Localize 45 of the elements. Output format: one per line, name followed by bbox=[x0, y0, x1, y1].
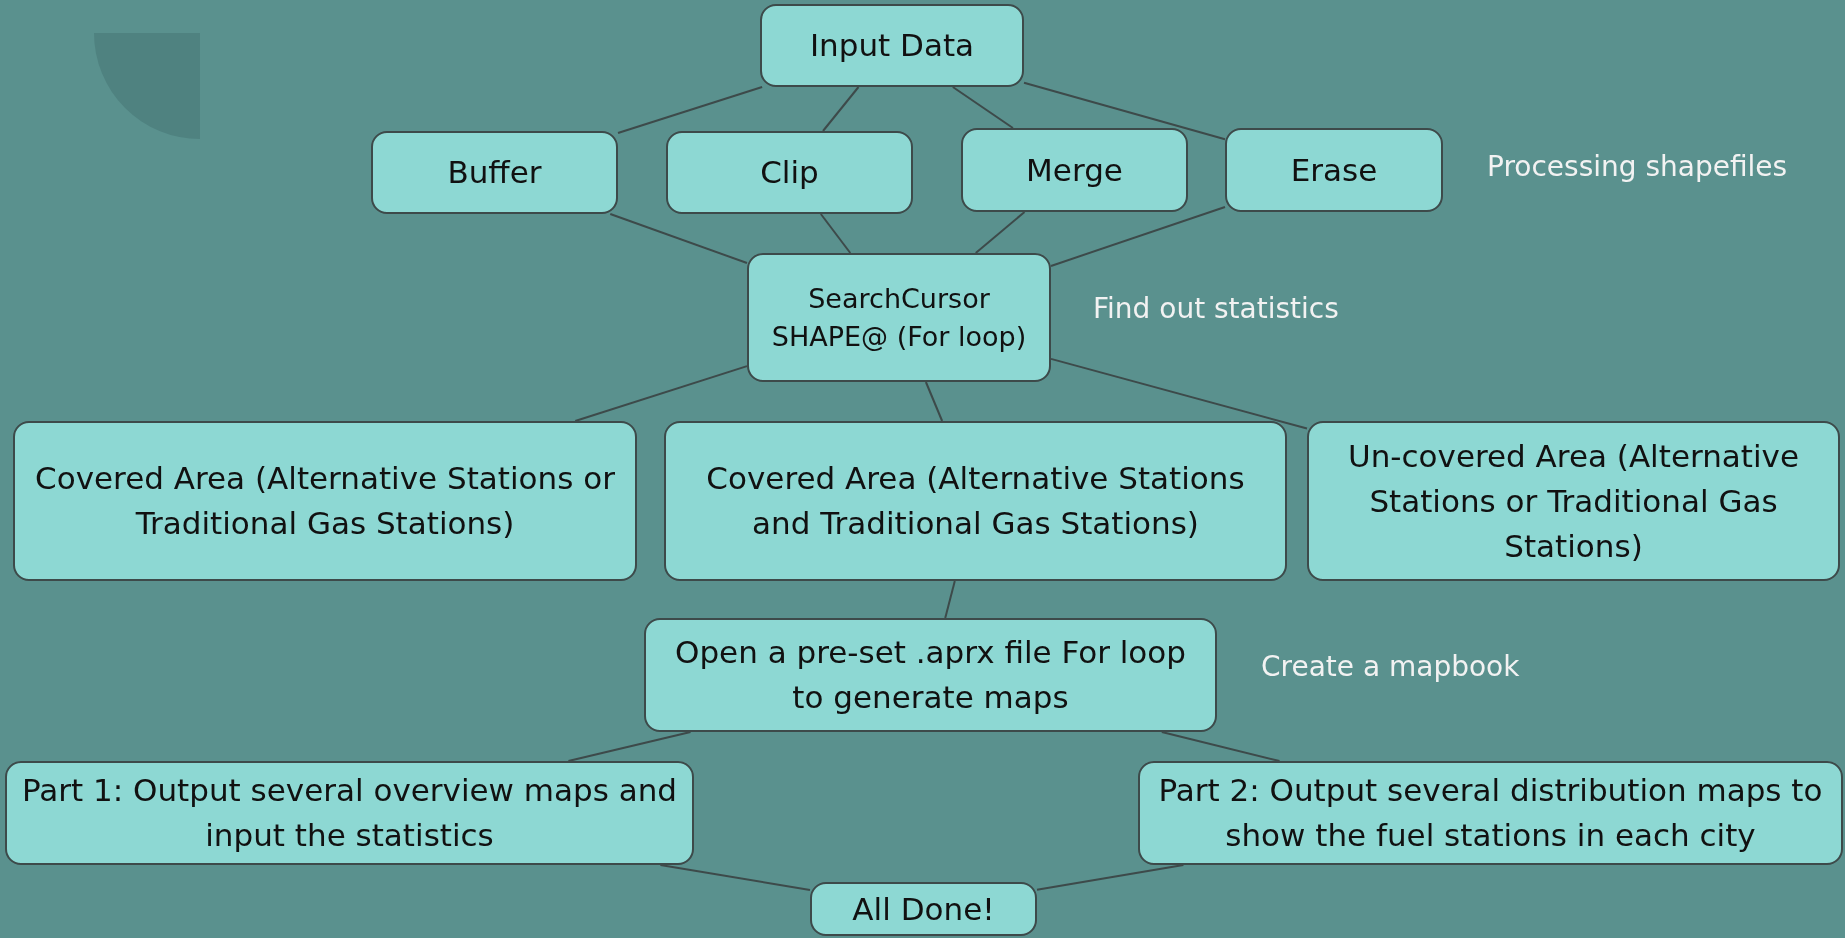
connector-line bbox=[659, 864, 811, 891]
annotation-text: Create a mapbook bbox=[1261, 650, 1520, 683]
box-text: Input Data bbox=[808, 26, 976, 65]
connector-line bbox=[924, 381, 944, 422]
process-box bbox=[13, 421, 637, 581]
box-text: Buffer bbox=[446, 153, 543, 192]
box-text: Un-covered Area (Alternative Stations or Traditional Gas Stations) bbox=[1347, 436, 1800, 566]
process-box bbox=[644, 618, 1217, 732]
annotation-text: Processing shapefiles bbox=[1487, 150, 1788, 183]
process-box bbox=[1138, 761, 1843, 865]
annotation-text: Find out statistics bbox=[1093, 292, 1339, 325]
connector-line bbox=[1050, 357, 1308, 430]
process-box bbox=[747, 253, 1051, 382]
box-text: Covered Area (Alternative Stations or Traditional Gas Stations) bbox=[34, 459, 616, 543]
connector-line bbox=[1036, 864, 1185, 891]
process-box bbox=[371, 131, 618, 214]
connector-line bbox=[1050, 205, 1226, 267]
process-box bbox=[961, 128, 1188, 212]
connector-line bbox=[951, 86, 1014, 129]
connector-line bbox=[574, 365, 748, 422]
process-box bbox=[5, 761, 694, 865]
process-box bbox=[1225, 128, 1443, 212]
connector-line bbox=[1160, 731, 1281, 762]
box-text: SearchCursor SHAPE@ (For loop) bbox=[770, 281, 1028, 354]
connector-line bbox=[822, 86, 860, 132]
process-box bbox=[664, 421, 1287, 581]
connector-line bbox=[567, 731, 692, 762]
box-text: Part 2: Output several distribution maps to show the fuel stations in each city bbox=[1157, 771, 1824, 855]
box-text: Open a pre-set .aprx file For loop to generate maps bbox=[674, 633, 1187, 717]
box-text: Merge bbox=[1025, 150, 1124, 190]
connector-line bbox=[609, 213, 748, 264]
connector-line bbox=[944, 580, 956, 619]
connector-line bbox=[819, 213, 852, 254]
process-box bbox=[760, 4, 1024, 87]
box-text: Part 1: Output several overview maps and input the statistics bbox=[21, 771, 678, 855]
box-text: All Done! bbox=[851, 889, 996, 929]
box-text: Covered Area (Alternative Stations and Traditional Gas Stations) bbox=[705, 459, 1246, 543]
box-text: Clip bbox=[759, 153, 820, 192]
connector-line bbox=[617, 86, 764, 135]
process-box bbox=[810, 882, 1037, 936]
box-text: Erase bbox=[1289, 150, 1379, 190]
connector-line bbox=[1023, 81, 1226, 141]
process-box bbox=[1307, 421, 1840, 581]
connector-line bbox=[974, 211, 1026, 254]
process-box bbox=[666, 131, 913, 214]
